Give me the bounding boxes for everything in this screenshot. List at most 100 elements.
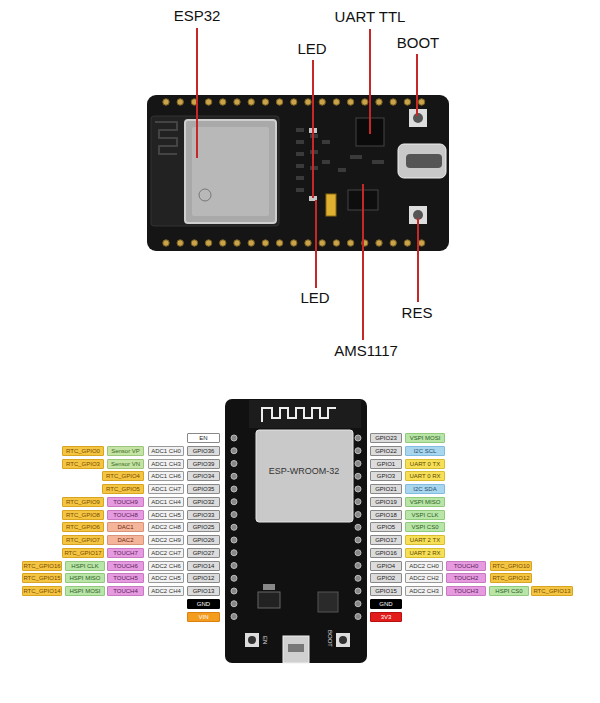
rtc-gpio-tag: RTC_GPIO5 [102,484,144,494]
adc-tag: ADC2 CH0 [405,561,443,571]
pin-hole [305,240,311,246]
adc-tag: ADC1 CH7 [148,484,184,494]
leader-line [362,184,364,340]
pin-hole [305,99,311,105]
gpio-tag: GPIO27 [187,548,220,558]
pin-hole [231,588,237,594]
gpio-tag: GPIO3 [370,471,402,481]
header-pins [231,435,361,620]
pin-hole [234,240,240,246]
adc-tag: ADC2 CH5 [148,573,184,583]
dac-tag: DAC1 [107,522,144,532]
pin-hole [234,99,240,105]
usb-port [288,644,304,652]
callout-label: LED [297,41,326,57]
pin-hole [220,99,226,105]
pin-hole [262,99,268,105]
module-shield [185,120,276,223]
rtc-gpio-tag: RTC_GPIO0 [62,446,104,456]
usb-c-port [398,144,446,178]
i2c-tag: I2C SDA [405,484,445,494]
pin-hole [248,99,254,105]
gpio-tag: GPIO2 [370,573,402,583]
pin-tag: EN [187,433,220,443]
adc-tag: ADC2 CH7 [148,548,184,558]
touch-tag: TOUCH5 [107,573,144,583]
pin-hole [355,435,361,441]
pin-hole [163,240,169,246]
callout-label: LED [300,290,329,306]
gpio-tag: GPIO25 [187,522,220,532]
pinout-board [225,399,367,663]
touch-tag: TOUCH3 [446,586,486,596]
adc-tag: ADC1 CH3 [148,459,184,469]
leader-line [369,29,371,134]
pin-hole [205,240,211,246]
pin-hole [231,448,237,454]
touch-tag: TOUCH7 [107,548,144,558]
gpio-tag: GPIO21 [370,484,402,494]
callout-label: BOOT [397,35,440,51]
en-button [245,633,259,647]
power-tag: 3V3 [370,612,402,622]
antenna-area [249,400,361,428]
rtc-gpio-tag: RTC_GPIO8 [62,510,104,520]
pin-hole [355,512,361,518]
rtc-gpio-tag: RTC_GPIO13 [531,586,573,596]
wifi-logo [199,189,211,201]
pin-hole [231,550,237,556]
uart-tag: UART 2 RX [405,548,445,558]
leader-lines [197,28,418,340]
pin-hole [333,99,339,105]
touch-tag: TOUCH0 [446,561,486,571]
pin-hole [355,537,361,543]
module-label: ESP-WROOM-32 [269,466,340,476]
pin-hole [231,537,237,543]
gpio-tag: GPIO19 [370,497,402,507]
pin-hole [376,99,382,105]
rtc-gpio-tag: RTC_GPIO14 [22,586,62,596]
adc-tag: ADC2 CH8 [148,522,184,532]
pin-hole [248,240,254,246]
spi-tag: VSPI CLK [405,510,445,520]
pin-hole [355,563,361,569]
touch-tag: TOUCH2 [446,573,486,583]
pin-hole [231,461,237,467]
adc-tag: ADC1 CH0 [148,446,184,456]
pin-hole [355,473,361,479]
pin-hole [355,575,361,581]
board-photo [147,95,449,251]
pin-hole [319,240,325,246]
gpio-tag: GPIO23 [370,433,402,443]
pin-hole [231,473,237,479]
pin-hole [319,99,325,105]
boot-button [336,633,350,647]
dac-tag: DAC2 [107,535,144,545]
module-shield [256,430,353,522]
adc-tag: ADC1 CH6 [148,471,184,481]
pin-hole [231,499,237,505]
rtc-gpio-tag: RTC_GPIO7 [62,535,104,545]
capacitor [326,194,336,216]
gpio-tag: GPIO12 [187,573,220,583]
regulator [258,592,280,608]
i2c-tag: I2C SCL [405,446,445,456]
pin-hole [404,99,410,105]
touch-tag: TOUCH8 [107,510,144,520]
pin-hole [291,99,297,105]
pin-hole [418,240,424,246]
pin-hole [291,240,297,246]
adc-tag: ADC2 CH3 [405,586,443,596]
rtc-gpio-tag: RTC_GPIO16 [22,561,62,571]
ground-tag: GND [370,599,402,609]
gpio-tag: GPIO32 [187,497,220,507]
leader-line [315,200,317,288]
spi-tag: VSPI MISO [405,497,445,507]
ground-tag: GND [187,599,220,609]
usb-port [283,636,309,663]
pin-hole [262,240,268,246]
touch-tag: TOUCH9 [107,497,144,507]
module-board [151,116,279,226]
gpio-tag: GPIO14 [187,561,220,571]
